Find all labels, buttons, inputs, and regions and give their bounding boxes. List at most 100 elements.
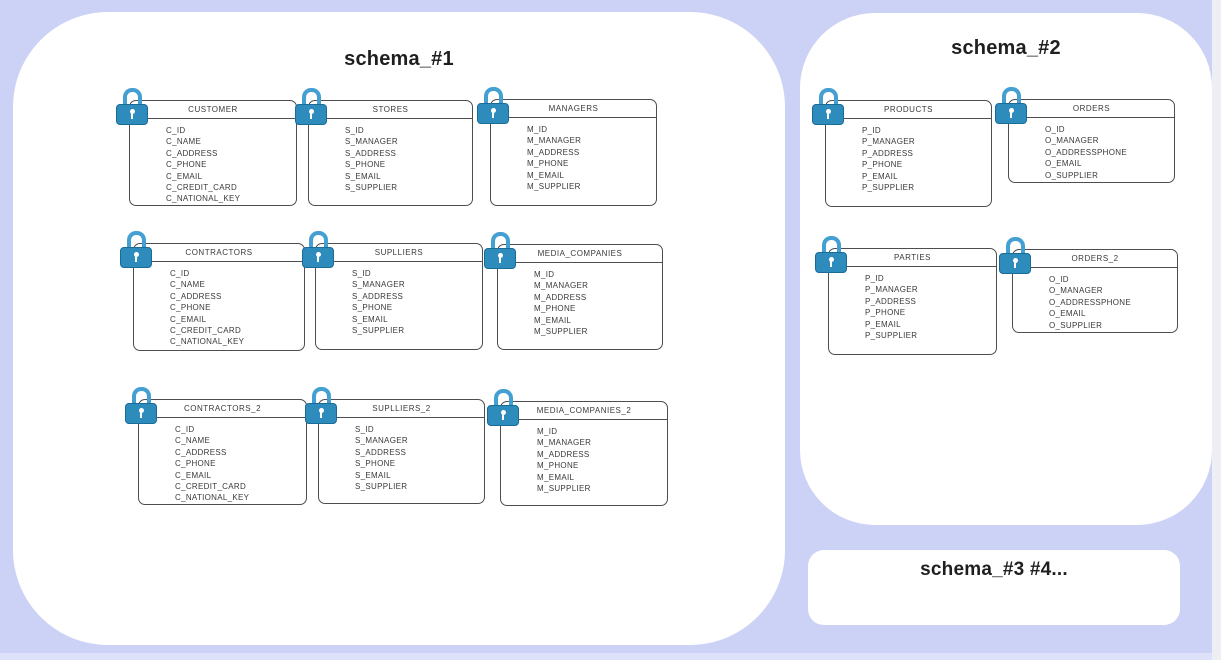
column-name: O_EMAIL (1049, 309, 1086, 319)
column-name: P_MANAGER (865, 285, 918, 295)
schema-1-title: schema_#1 (344, 48, 454, 70)
column-name: O_MANAGER (1049, 286, 1103, 296)
column-name: M_ADDRESS (537, 449, 590, 459)
column-name: S_MANAGER (345, 137, 398, 147)
column-name: P_SUPPLIER (862, 183, 915, 193)
table-name: ORDERS_2 (1013, 250, 1177, 268)
column-name: O_ID (1049, 275, 1069, 284)
column-name: S_SUPPLIER (355, 482, 408, 492)
column-name: M_PHONE (534, 304, 576, 314)
lock-icon (477, 87, 509, 127)
column-name: C_PHONE (170, 303, 211, 313)
column-name: M_SUPPLIER (537, 484, 591, 494)
lock-icon (999, 237, 1031, 277)
column-name: M_ID (534, 270, 555, 279)
schema-3-panel[interactable]: schema_#3 #4... (808, 550, 1180, 625)
column-name: S_PHONE (345, 160, 386, 170)
column-name: C_EMAIL (170, 314, 207, 324)
column-name: S_ID (352, 269, 371, 278)
column-name: C_EMAIL (175, 470, 212, 480)
column-name: C_ADDRESS (166, 148, 218, 158)
table-name: STORES (309, 101, 472, 119)
column-name: C_ADDRESS (170, 291, 222, 301)
column-name: O_SUPPLIER (1045, 170, 1099, 180)
table-name: PARTIES (829, 249, 996, 267)
column-name: S_EMAIL (355, 470, 391, 480)
column-name: P_ID (865, 274, 884, 283)
column-name: M_EMAIL (527, 170, 565, 180)
lock-icon (484, 232, 516, 272)
table-name: CUSTOMER (130, 101, 296, 119)
column-name: S_PHONE (352, 303, 393, 313)
lock-icon (295, 88, 327, 128)
column-name: M_MANAGER (537, 438, 592, 448)
lock-icon (302, 231, 334, 271)
column-name: P_ADDRESS (865, 296, 917, 306)
schema-2-title: schema_#2 (951, 37, 1061, 59)
column-name: P_MANAGER (862, 137, 915, 147)
column-name: C_NATIONAL_KEY (170, 337, 245, 347)
table-name: MANAGERS (491, 100, 656, 118)
table-name: CONTRACTORS (134, 244, 304, 262)
column-name: S_ID (345, 126, 364, 135)
column-name: O_ADDRESSPHONE (1049, 297, 1131, 307)
column-name: P_ADDRESS (862, 148, 914, 158)
table-name: MEDIA_COMPANIES_2 (501, 402, 667, 420)
column-name: C_CREDIT_CARD (166, 183, 238, 193)
table-name: ORDERS (1009, 100, 1174, 118)
lock-icon (120, 231, 152, 271)
table-name: MEDIA_COMPANIES (498, 245, 662, 263)
column-name: M_ID (527, 125, 548, 134)
column-name: S_ADDRESS (345, 148, 397, 158)
lock-icon (812, 88, 844, 128)
column-name: P_EMAIL (862, 171, 898, 181)
lock-icon (815, 236, 847, 276)
column-name: S_SUPPLIER (352, 326, 405, 336)
column-name: O_MANAGER (1045, 136, 1099, 146)
table-name: SUPLLIERS_2 (319, 400, 484, 418)
column-name: C_CREDIT_CARD (175, 482, 247, 492)
column-name: C_ID (175, 425, 195, 434)
column-name: P_PHONE (862, 160, 903, 170)
column-name: S_MANAGER (352, 280, 405, 290)
horizontal-scrollbar[interactable] (0, 653, 1212, 660)
column-name: M_EMAIL (534, 315, 572, 325)
schema-3-title: schema_#3 #4... (920, 559, 1068, 580)
column-name: M_EMAIL (537, 472, 575, 482)
column-name: P_EMAIL (865, 319, 901, 329)
column-name: O_SUPPLIER (1049, 320, 1103, 330)
column-name: S_PHONE (355, 459, 396, 469)
column-name: C_PHONE (175, 459, 216, 469)
column-name: M_ADDRESS (527, 147, 580, 157)
column-name: P_ID (862, 126, 881, 135)
column-name: M_SUPPLIER (527, 182, 581, 192)
column-name: C_NAME (175, 436, 211, 446)
vertical-scrollbar[interactable] (1212, 0, 1221, 660)
column-name: C_CREDIT_CARD (170, 326, 242, 336)
